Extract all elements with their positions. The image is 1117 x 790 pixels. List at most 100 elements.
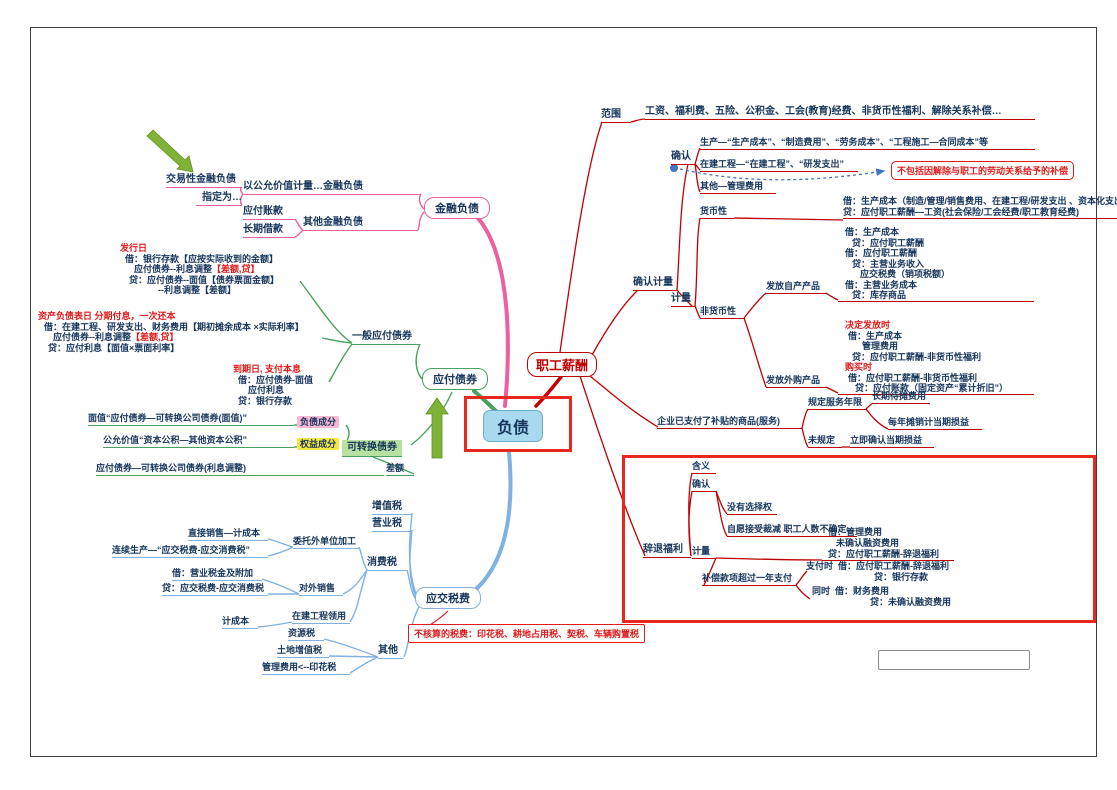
node-entrust-direct-sale[interactable]: 直接销售—计成本 (188, 527, 268, 541)
entry-line: 贷：应付利息【面值×票面利率】 (48, 342, 180, 353)
green-arrow-up-icon (425, 397, 449, 459)
entry-line: --利息调整【差额】 (158, 285, 236, 295)
branch-employee-compensation[interactable]: 职工薪酬 (527, 352, 598, 377)
node-payment-entry[interactable]: 支付时 借：应付职工薪酬-辞退福利 贷：银行存款 (806, 561, 949, 583)
node-liability-component[interactable]: 负债成分 (297, 416, 340, 428)
entry-line: 贷：应付职工薪酬-辞退福利 (828, 549, 939, 559)
node-own-products[interactable]: 发放自产产品 (766, 280, 826, 294)
node-subsidized-goods[interactable]: 企业已支付了补贴的商品(服务) (657, 415, 802, 429)
node-stamp-tax[interactable]: 管理费用<--印花税 (262, 661, 350, 675)
termination-highlight-box (622, 455, 1096, 623)
entry-line: 借：主营业务成本 (845, 279, 918, 290)
node-tax-other[interactable]: 其他 (378, 644, 404, 659)
node-fv-measured[interactable]: 以公允价值计量…金融负债 (243, 180, 421, 195)
entry-line: 应付利息 (248, 385, 285, 395)
node-vat[interactable]: 增值税 (372, 500, 412, 515)
entry-line: 贷：未确认融资费用 (870, 597, 952, 607)
entry-line: 贷：库存商品 (852, 290, 907, 300)
node-diff-source[interactable]: 应付债券—可转换公司债券(利息调整) (96, 462, 384, 476)
node-unfixed[interactable]: 未规定 (808, 434, 842, 448)
node-simultaneous-entry[interactable]: 同时 借：财务费用 贷：未确认融资费用 (812, 586, 951, 608)
node-termination-meaning[interactable]: 含义 (692, 460, 716, 474)
node-no-choice[interactable]: 没有选择权 (727, 501, 777, 515)
link-anchor-dot (670, 164, 678, 172)
note-excluded-taxes[interactable]: 不核算的税费：印花税、耕地占用税、契税、车辆购置税 (408, 624, 646, 643)
entry-line: 管理费用 (862, 341, 899, 351)
node-sale-debit[interactable]: 借：营业税金及附加 (172, 567, 262, 581)
dotted-note-link (679, 168, 886, 181)
node-business-tax[interactable]: 营业税 (372, 517, 412, 532)
node-liability-source[interactable]: 面值“应付债券—可转换公司债券(面值)” (88, 412, 294, 426)
node-consumption-tax[interactable]: 消费税 (367, 556, 407, 571)
node-rec-production[interactable]: 生产—“生产成本”、“制造费用”、“劳务成本”、“工程施工—合同成本”等 (700, 136, 1035, 150)
branch-bonds-payable[interactable]: 应付债券 (422, 368, 488, 390)
entry-line: 贷：应付账款（固定资产“累计折旧”） (855, 383, 1009, 393)
entry-title: 购买时 (845, 362, 873, 372)
node-longterm-loan[interactable]: 长期借款 (243, 223, 295, 238)
node-diff[interactable]: 差额 (386, 462, 414, 476)
node-over-one-year[interactable]: 补偿款项超过一年支付 (702, 572, 796, 586)
branch-financial-liabilities[interactable]: 金融负债 (424, 197, 490, 219)
node-longterm-prepaid[interactable]: 长期待摊费用 (872, 390, 930, 404)
node-monetary-entry[interactable]: 借：生产成本（制造/管理/销售费用、在建工程/研发支出 、资本化支出） 贷：应付… (843, 196, 1117, 219)
entry-line: 贷：银行存款 (874, 572, 929, 582)
node-voluntary-layoff[interactable]: 自愿接受裁减 职工人数不确定 (727, 523, 857, 537)
node-equity-component[interactable]: 权益成分 (297, 438, 340, 450)
empty-note-box (878, 650, 1030, 670)
node-monetary[interactable]: 货币性 (700, 205, 734, 219)
entry-title: 发行日 (120, 243, 148, 253)
node-entrust-continuous[interactable]: 连续生产—“应交税费-应交消费税” (112, 544, 268, 558)
node-trading-financial-liability[interactable]: 交易性金融负债 (166, 173, 242, 188)
node-recognition-measurement[interactable]: 确认计量 (633, 276, 677, 291)
node-immediate-recognition[interactable]: 立即确认当期损益 (850, 434, 934, 448)
node-amortize-yearly[interactable]: 每年摊销计当期损益 (888, 416, 982, 430)
node-purchased-products[interactable]: 发放外购产品 (766, 374, 826, 388)
node-convertible-bonds[interactable]: 可转换债券 (342, 440, 402, 457)
node-construction-cost[interactable]: 计成本 (222, 615, 258, 629)
entry-line: 贷：银行存款 (238, 395, 293, 406)
node-scope-text[interactable]: 工资、福利费、五险、公积金、工会(教育)经费、非货币性福利、解除关系补偿… (645, 105, 1035, 120)
node-designated[interactable]: 指定为… (196, 191, 242, 206)
entry-line: 借：应付债券-面值 (238, 374, 313, 385)
entry-line: 同时 借：财务费用 (812, 586, 890, 596)
node-own-products-entry[interactable]: 借：生产成本 贷：应付职工薪酬 借：应付职工薪酬 贷：主营业务收入 应交税费（销… (838, 227, 1034, 302)
node-entrust-processing[interactable]: 委托外单位加工 (293, 535, 359, 549)
node-external-sale[interactable]: 对外销售 (299, 582, 343, 596)
entry-line: 贷：应付职工薪酬 (852, 237, 925, 248)
node-nonmonetary[interactable]: 非货币性 (700, 305, 744, 319)
node-bond-issue-entry[interactable]: 发行日 借：银行存款【应按实际收到的金额】 应付债券--利息调整【差额,贷】 贷… (120, 243, 279, 296)
node-bond-balancedate-entry[interactable]: 资产负债表日 分期付息，一次还本 借：在建工程、研发支出、财务费用【期初摊余成本… (38, 311, 304, 353)
node-resource-tax[interactable]: 资源税 (288, 627, 324, 641)
node-recognition[interactable]: 确认 (671, 150, 695, 165)
node-construction-use[interactable]: 在建工程领用 (292, 610, 350, 624)
note-excludes-severance[interactable]: 不包括因解除与职工的劳动关系给予的补偿 (891, 161, 1075, 180)
node-rec-other[interactable]: 其他—管理费用 (700, 180, 776, 194)
branch-taxes-payable[interactable]: 应交税费 (415, 587, 481, 609)
entry-line: 借：管理费用 (828, 527, 883, 537)
entry-line: 支付时 借：应付职工薪酬-辞退福利 (806, 561, 950, 571)
node-scope-label[interactable]: 范围 (601, 108, 631, 123)
entry-line: 应付债券--利息调整【差额,贷】 (53, 332, 179, 342)
entry-line: 借：生产成本 (845, 227, 900, 237)
node-rec-construction[interactable]: 在建工程—“在建工程”、“研发支出” (700, 158, 858, 172)
node-accounts-payable[interactable]: 应付账款 (243, 205, 295, 220)
entry-line: 贷：应付债券--面值【债券票面金额】 (129, 274, 279, 285)
center-topic-liabilities[interactable]: 负债 (483, 410, 544, 442)
entry-title: 决定发放时 (845, 320, 891, 330)
node-general-bonds[interactable]: 一般应付债券 (352, 330, 420, 345)
node-bond-maturity-entry[interactable]: 到期日, 支付本息 借：应付债券-面值 应付利息 贷：银行存款 (233, 364, 313, 406)
node-fixed-service-years[interactable]: 规定服务年限 (808, 396, 866, 410)
node-sale-credit[interactable]: 贷：应交税费-应交消费税 (162, 582, 268, 596)
entry-line: 贷：应付职工薪酬-非货币性福利 (852, 351, 981, 362)
node-equity-source[interactable]: 公允价值“资本公积—其他资本公积” (103, 434, 294, 448)
node-purchased-products-entry[interactable]: 决定发放时 借：生产成本 管理费用 贷：应付职工薪酬-非货币性福利 购买时 借：… (838, 320, 1034, 395)
node-termination-measurement[interactable]: 计量 (692, 545, 716, 559)
node-other-financial-liability[interactable]: 其他金融负债 (303, 216, 418, 231)
node-measurement[interactable]: 计量 (671, 292, 695, 307)
node-termination-recognition[interactable]: 确认 (692, 478, 716, 492)
node-termination-benefits[interactable]: 辞退福利 (643, 543, 691, 558)
node-termination-entry[interactable]: 借：管理费用 未确认融资费用 贷：应付职工薪酬-辞退福利 (822, 527, 954, 561)
node-land-vat[interactable]: 土地增值税 (277, 644, 329, 658)
entry-line: 贷：主营业务收入 (852, 258, 925, 269)
